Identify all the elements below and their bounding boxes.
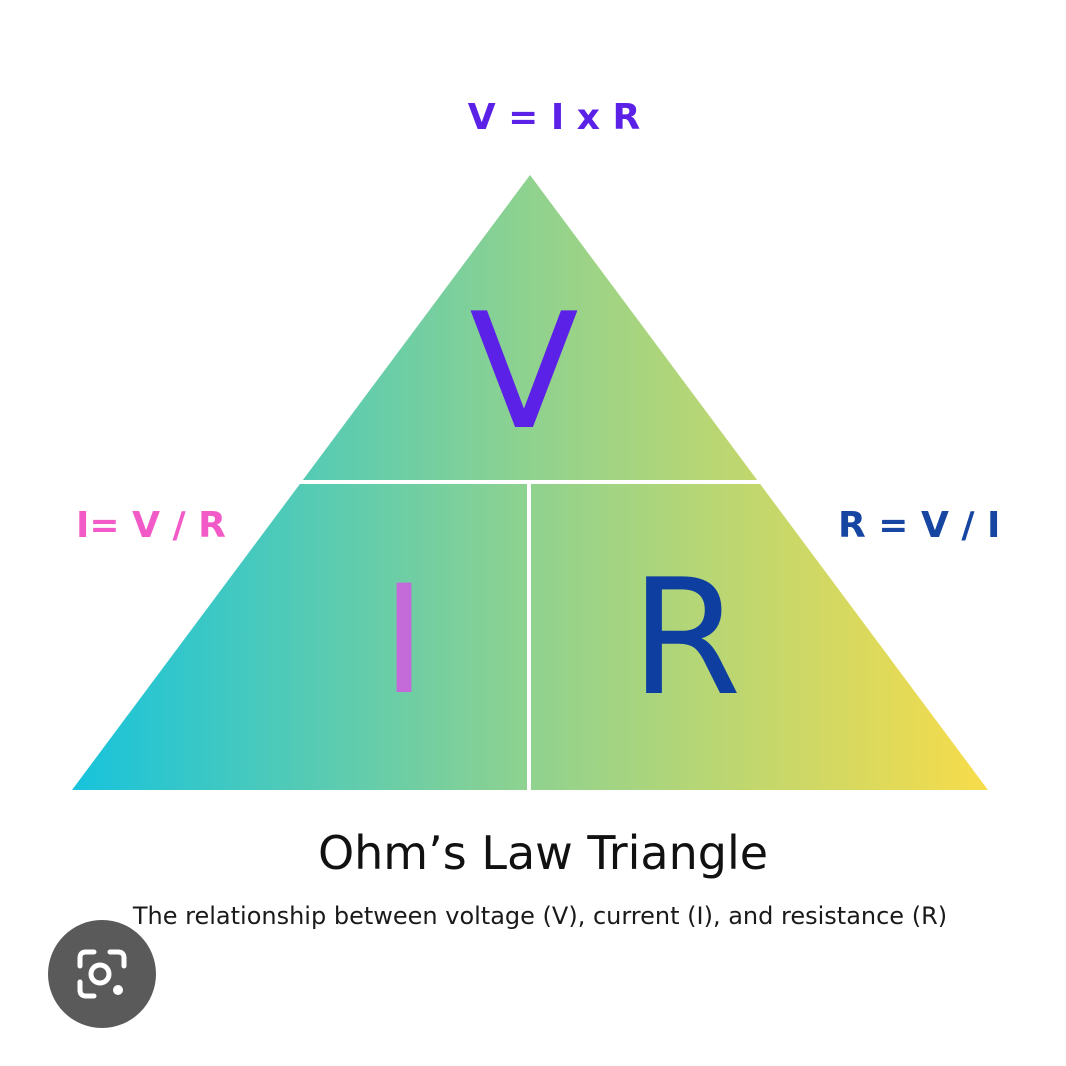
current-formula: I= V / R (76, 505, 226, 546)
camera-search-icon (77, 949, 127, 999)
resistance-formula: R = V / I (838, 505, 1001, 546)
resistance-letter: R (630, 544, 742, 731)
voltage-letter: V (469, 278, 579, 465)
voltage-formula: V = I x R (467, 97, 641, 138)
diagram-subtitle: The relationship between voltage (V), cu… (132, 902, 948, 930)
visual-search-button[interactable] (48, 920, 156, 1028)
current-letter: I (381, 554, 427, 728)
diagram-title: Ohm’s Law Triangle (317, 826, 769, 880)
